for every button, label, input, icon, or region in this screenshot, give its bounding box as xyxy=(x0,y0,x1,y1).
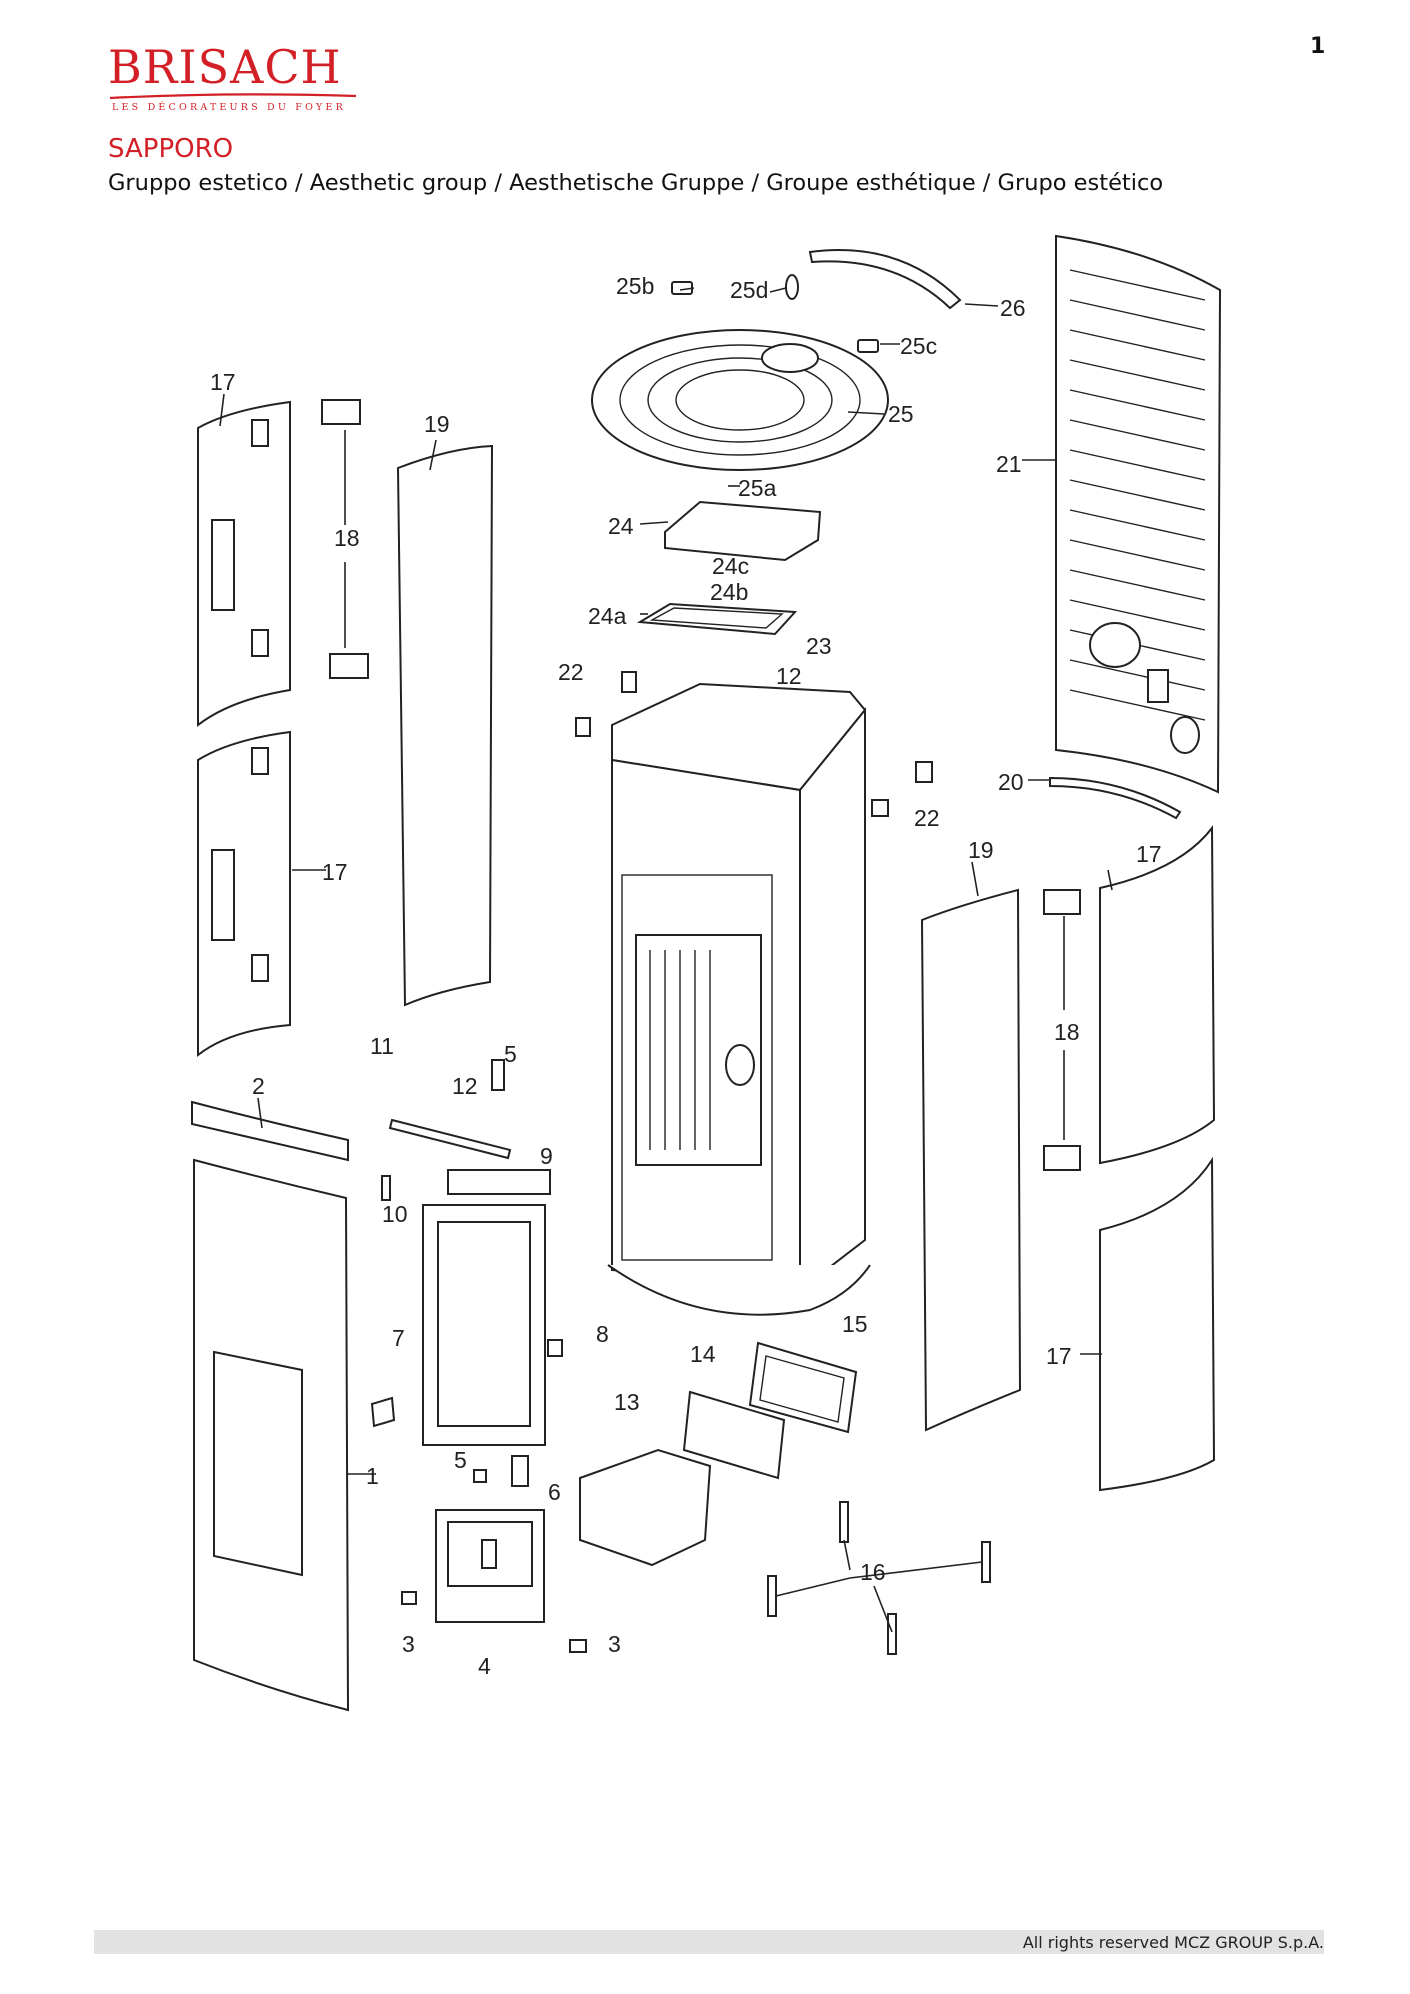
label-12-a: 12 xyxy=(452,1073,478,1099)
label-1: 1 xyxy=(366,1463,379,1489)
diagram-subtitle: Gruppo estetico / Aesthetic group / Aest… xyxy=(108,170,1164,196)
label-22-b: 22 xyxy=(914,805,940,831)
brand-name: BRISACH xyxy=(108,40,342,94)
label-8: 8 xyxy=(596,1321,609,1347)
label-18-a: 18 xyxy=(334,525,360,551)
label-19-b: 19 xyxy=(968,837,994,863)
label-17-b: 17 xyxy=(322,859,348,885)
label-5-a: 5 xyxy=(504,1041,517,1067)
copyright-notice: All rights reserved MCZ GROUP S.p.A. xyxy=(1022,1933,1324,1952)
label-25c: 25c xyxy=(900,333,937,359)
label-17-c: 17 xyxy=(1136,841,1162,867)
label-6: 6 xyxy=(548,1479,561,1505)
label-24a: 24a xyxy=(588,603,627,629)
label-3-a: 3 xyxy=(402,1631,415,1657)
label-5-b: 5 xyxy=(454,1447,467,1473)
label-15: 15 xyxy=(842,1311,868,1337)
label-26: 26 xyxy=(1000,295,1026,321)
label-24: 24 xyxy=(608,513,634,539)
label-24c: 24c xyxy=(712,553,749,579)
logo-swoosh-icon xyxy=(109,93,357,100)
label-3-b: 3 xyxy=(608,1631,621,1657)
label-16: 16 xyxy=(860,1559,886,1585)
label-12-b: 12 xyxy=(776,663,802,689)
label-19-a: 19 xyxy=(424,411,450,437)
label-14: 14 xyxy=(690,1341,716,1367)
label-25b: 25b xyxy=(616,273,654,299)
label-10: 10 xyxy=(382,1201,408,1227)
label-24b: 24b xyxy=(710,579,748,605)
label-13: 13 xyxy=(614,1389,640,1415)
label-18-b: 18 xyxy=(1054,1019,1080,1045)
part-labels: 1 2 3 3 4 5 5 6 7 8 9 10 11 12 12 13 14 … xyxy=(210,273,1162,1679)
label-17-d: 17 xyxy=(1046,1343,1072,1369)
brand-tagline: LES DÉCORATEURS DU FOYER xyxy=(112,102,347,113)
label-4: 4 xyxy=(478,1653,491,1679)
label-2: 2 xyxy=(252,1073,265,1099)
brisach-logo: BRISACH LES DÉCORATEURS DU FOYER xyxy=(108,40,358,120)
label-17-a: 17 xyxy=(210,369,236,395)
label-20: 20 xyxy=(998,769,1024,795)
label-7: 7 xyxy=(392,1325,405,1351)
label-22-a: 22 xyxy=(558,659,584,685)
label-11: 11 xyxy=(370,1033,394,1059)
label-25d: 25d xyxy=(730,277,768,303)
page-number: 1 xyxy=(1310,34,1326,59)
footer-bar xyxy=(94,1930,1324,1954)
label-9: 9 xyxy=(540,1143,553,1169)
label-25a: 25a xyxy=(738,475,777,501)
model-name: SAPPORO xyxy=(108,134,234,164)
label-25: 25 xyxy=(888,401,914,427)
label-23: 23 xyxy=(806,633,832,659)
label-21: 21 xyxy=(996,451,1022,477)
